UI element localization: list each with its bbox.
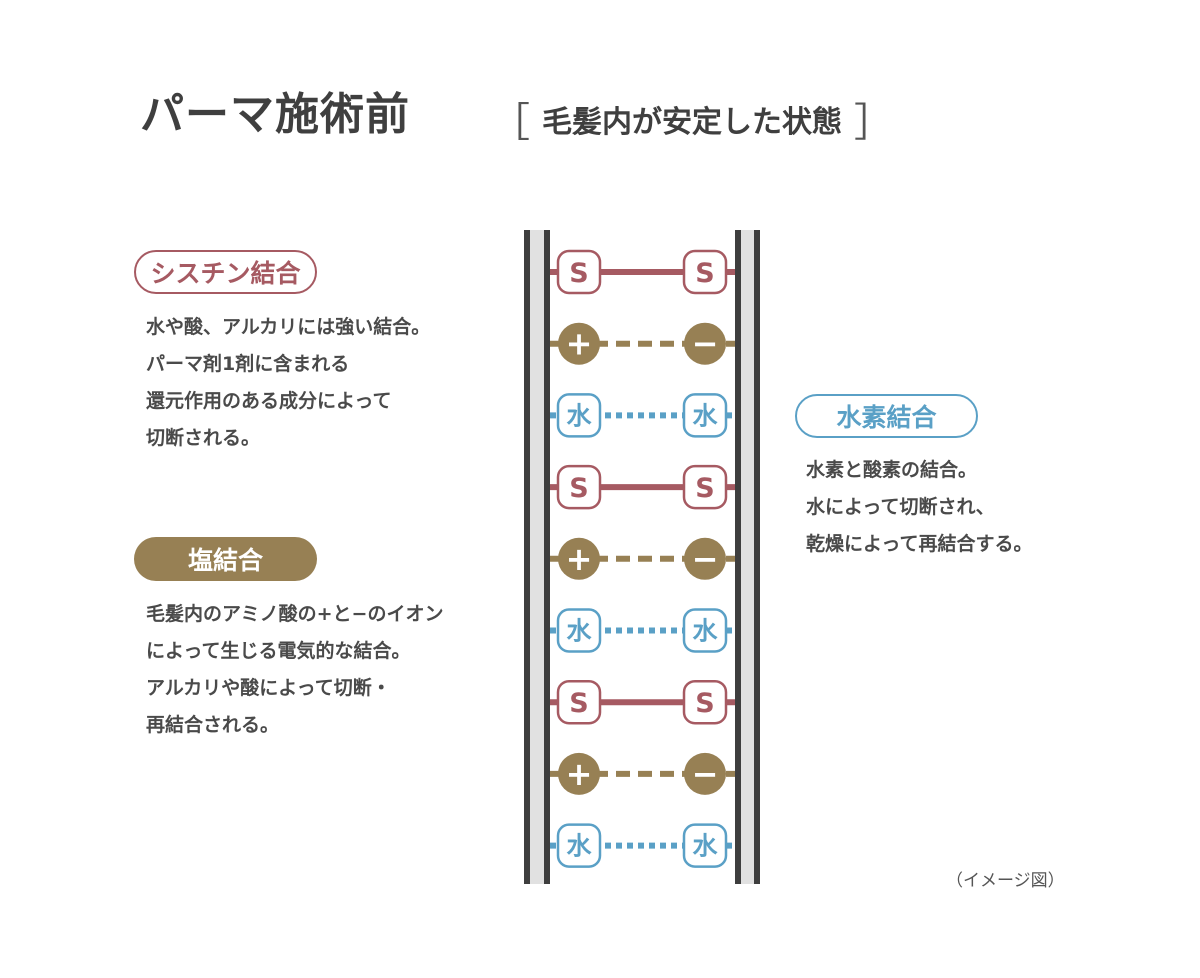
salt-bond-rung: +− [550,752,735,795]
right-hydrogen-node [682,823,728,868]
left-cystine-node [556,249,602,295]
left-node-label: S [569,688,588,719]
hair-strands [524,230,760,884]
salt-bond-badge: 塩結合 [134,537,317,581]
right-node-label: − [692,755,719,793]
right-strand-edge-outer [754,230,760,884]
cystine-desc-line: 水や酸、アルカリには強い結合。 [146,316,431,338]
left-cystine-node [556,464,602,510]
right-node-label: 水 [692,401,718,430]
hydrogen-bond-description: 水素と酸素の結合。 水によって切断され、 乾燥によって再結合する。 [806,452,1032,563]
left-node-label: + [566,755,593,793]
salt-desc-line: 再結合される。 [146,714,280,736]
left-node-label: S [569,258,588,289]
right-strand-edge-inner [735,230,741,884]
left-strand-edge-inner [544,230,550,884]
left-ion-node [558,322,600,365]
left-ion-node [558,752,600,795]
salt-bond-rung: +− [550,537,735,580]
right-node-label: − [692,325,719,363]
right-node-label: − [692,540,719,578]
left-hydrogen-node [556,608,602,653]
subtitle-bracket-close: ］ [854,100,894,146]
right-hydrogen-node [682,608,728,653]
salt-bond-description: 毛髪内のアミノ酸の+と−のイオン によって生じる電気的な結合。 アルカリや酸によ… [146,596,443,744]
cystine-desc-line: 還元作用のある成分によって [146,390,392,412]
cystine-bond-description: 水や酸、アルカリには強い結合。 パーマ剤1剤に含まれる 還元作用のある成分によっ… [146,309,430,457]
hydrogen-desc-line: 水によって切断され、 [806,496,995,518]
subtitle-text: 毛髪内が安定した状態 [542,105,842,140]
right-ion-node [684,752,726,795]
hydrogen-bond-rung: 水水 [550,823,735,868]
cystine-desc-line: 切断される。 [146,427,261,449]
right-ion-node [684,537,726,580]
hydrogen-desc-line: 水素と酸素の結合。 [806,459,978,481]
hydrogen-bond-rung: 水水 [550,608,735,653]
image-note: （イメージ図） [946,871,1065,891]
right-node-label: 水 [692,617,718,646]
left-node-label: + [566,540,593,578]
page-title: パーマ施術前 [140,89,410,140]
subtitle-bracket-open: ［ [490,100,530,146]
left-node-label: 水 [566,832,592,861]
cystine-bond-badge: シスチン結合 [134,250,317,294]
salt-desc-line: によって生じる電気的な結合。 [146,640,411,662]
salt-desc-line: アルカリや酸によって切断・ [146,677,391,699]
right-node-label: S [695,473,714,504]
hydrogen-desc-line: 乾燥によって再結合する。 [806,533,1033,555]
right-hydrogen-node [682,393,728,438]
left-node-label: S [569,473,588,504]
left-cystine-node [556,679,602,725]
right-node-label: 水 [692,832,718,861]
subtitle: ［ 毛髪内が安定した状態 ］ [490,90,894,148]
left-node-label: 水 [566,401,592,430]
right-node-label: S [695,258,714,289]
right-ion-node [684,322,726,365]
salt-bond-rung: +− [550,322,735,365]
right-cystine-node [682,249,728,295]
salt-desc-line: 毛髪内のアミノ酸の+と−のイオン [146,603,444,625]
right-cystine-node [682,679,728,725]
right-node-label: S [695,688,714,719]
left-node-label: + [566,325,593,363]
left-ion-node [558,537,600,580]
left-hydrogen-node [556,823,602,868]
hydrogen-bond-badge: 水素結合 [795,394,978,438]
left-strand-edge-outer [524,230,530,884]
hydrogen-bond-rung: 水水 [550,393,735,438]
left-node-label: 水 [566,617,592,646]
left-hydrogen-node [556,393,602,438]
cystine-desc-line: パーマ剤1剤に含まれる [146,353,350,375]
right-cystine-node [682,464,728,510]
